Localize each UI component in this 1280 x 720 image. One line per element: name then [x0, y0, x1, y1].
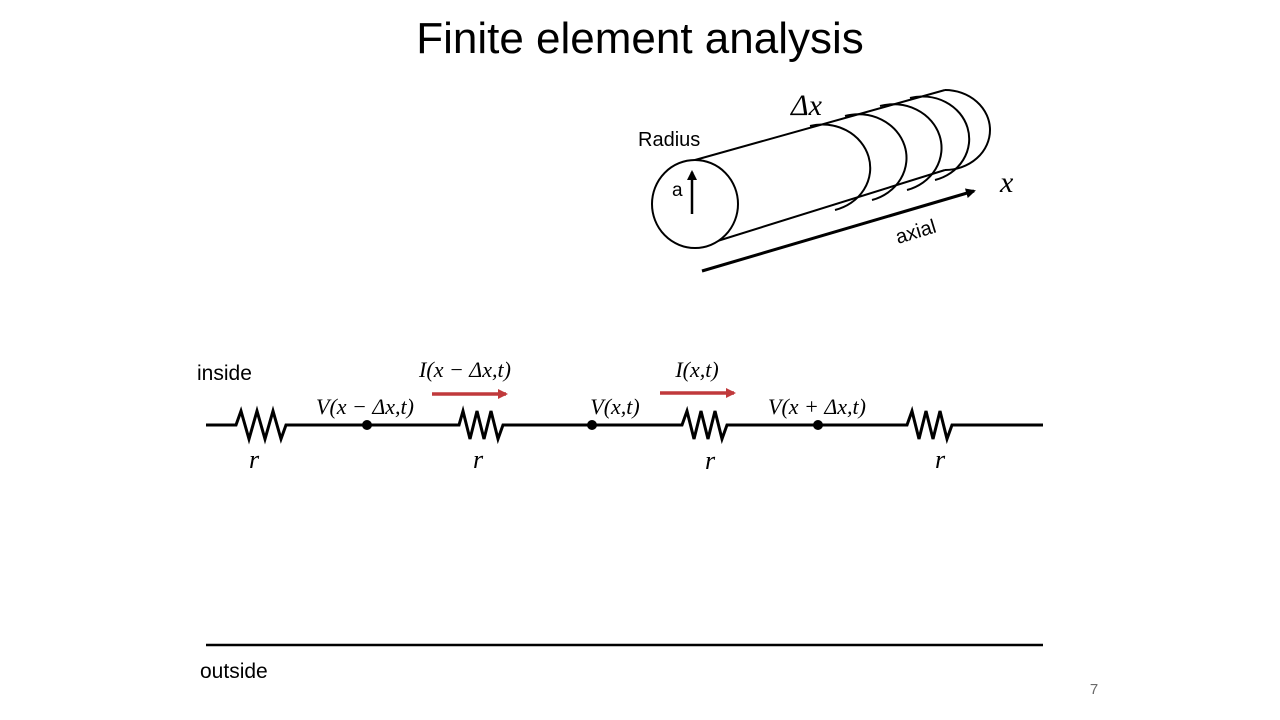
cylinder-bottom-edge — [694, 169, 946, 249]
current-label: I(x − Δx,t) — [418, 357, 511, 382]
resistor-label: r — [705, 446, 716, 475]
voltage-label: V(x − Δx,t) — [316, 394, 414, 419]
axial-arrow — [701, 188, 976, 273]
node-3 — [813, 420, 823, 430]
resistor-label: r — [473, 445, 484, 474]
resistor-2 — [433, 405, 517, 445]
node-1 — [362, 420, 372, 430]
axis-x-label: x — [999, 166, 1014, 199]
resistor-label: r — [249, 445, 260, 474]
inside-label: inside — [197, 362, 252, 385]
voltage-label: V(x,t) — [590, 394, 639, 419]
resistor-label: r — [935, 445, 946, 474]
node-2 — [587, 420, 597, 430]
delta-x-label: Δx — [790, 89, 823, 122]
slice-arc-1 — [809, 123, 872, 211]
slide-title: Finite element analysis — [416, 14, 864, 63]
slice-arc-3 — [879, 103, 943, 191]
radius-label: Radius — [638, 129, 700, 151]
resistor-3 — [658, 405, 742, 445]
slice-arc-2 — [844, 113, 908, 201]
axial-label: axial — [893, 216, 939, 249]
cylinder-far-end — [944, 89, 991, 171]
resistor-1 — [228, 405, 292, 445]
current-label: I(x,t) — [674, 357, 718, 382]
resistor-4 — [882, 405, 966, 445]
outside-label: outside — [200, 660, 268, 683]
voltage-label: V(x + Δx,t) — [768, 394, 866, 419]
cylinder-front-face — [651, 159, 739, 249]
cylinder-illustration — [651, 89, 991, 249]
page-number: 7 — [1089, 681, 1099, 698]
radius-symbol: a — [672, 180, 683, 201]
slice-arc-4 — [909, 95, 971, 181]
